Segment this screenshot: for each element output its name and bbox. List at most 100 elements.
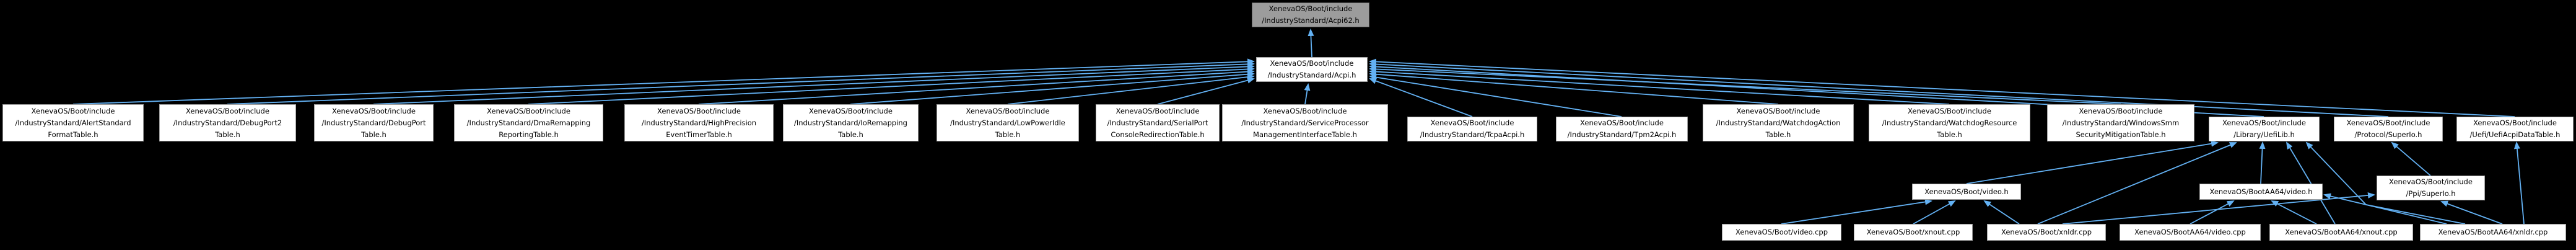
graph-node-label: ConsoleRedirectionTable.h [1111,130,1205,139]
graph-node-hpet[interactable]: XenevaOS/Boot/include/IndustryStandard/H… [624,104,774,141]
edge-watchdog-action-to-acpi [1369,71,1779,105]
edge-boot-xnldr-cpp-to-uefilib [2037,142,2237,225]
graph-node-aa64-xnldr-cpp[interactable]: XenevaOS/BootAA64/xnldr.cpp [2420,224,2566,241]
edge-aa64-video-cpp-to-aa64-video-h [2190,200,2235,225]
graph-node-label: /IndustryStandard/IoRemapping [794,118,907,127]
graph-node-label: /IndustryStandard/ServiceProcessor [1241,118,1369,127]
graph-node-label: EventTimerTable.h [666,130,732,139]
edge-iort-to-acpi [850,71,1255,105]
edge-aa64-xnldr-cpp-to-ppi-superio [2440,200,2503,225]
edge-aa64-xnldr-cpp-to-uefi-acpi-datatable [2513,141,2525,225]
graph-node-label: /Protocol/SuperIo.h [2354,130,2422,139]
graph-node-label: XenevaOS/Boot/include [332,106,416,115]
graph-node-spmi[interactable]: XenevaOS/Boot/include/IndustryStandard/S… [1222,104,1388,141]
graph-node-label: ManagementInterfaceTable.h [1253,130,1357,139]
graph-node-protocol-superio[interactable]: XenevaOS/Boot/include/Protocol/SuperIo.h [2334,117,2443,141]
graph-node-label: XenevaOS/Boot/include [1116,106,1200,115]
graph-node-label: XenevaOS/Boot/include [2079,106,2163,115]
edge-debugport2-to-acpi [227,61,1255,105]
graph-node-label: XenevaOS/Boot/xnout.cpp [1866,228,1960,236]
graph-node-tcpa[interactable]: XenevaOS/Boot/include/IndustryStandard/T… [1407,117,1537,141]
graph-node-label: XenevaOS/Boot/include [2473,118,2557,127]
edge-protocol-superio-to-acpi [1369,61,2389,117]
graph-node-label: XenevaOS/Boot/video.cpp [1735,228,1828,236]
graph-node-label: Table.h [1937,130,1962,139]
graph-node-spcr[interactable]: XenevaOS/Boot/include/IndustryStandard/S… [1096,104,1220,141]
graph-node-label: Table.h [995,130,1021,139]
graph-node-boot-xnout-cpp[interactable]: XenevaOS/Boot/xnout.cpp [1854,224,1973,241]
edge-watchdog-resource-to-acpi [1369,68,1950,105]
graph-node-debugport2[interactable]: XenevaOS/Boot/include/IndustryStandard/D… [159,104,296,141]
graph-node-label: /IndustryStandard/DebugPort [321,118,426,127]
graph-node-boot-video-h[interactable]: XenevaOS/Boot/video.h [1912,184,2021,200]
graph-node-dmar[interactable]: XenevaOS/Boot/include/IndustryStandard/D… [454,104,603,141]
graph-node-acpi62[interactable]: XenevaOS/Boot/include/IndustryStandard/A… [1252,2,1369,27]
graph-node-label: Table.h [215,130,240,139]
graph-node-alert[interactable]: XenevaOS/Boot/include/IndustryStandard/A… [2,104,144,141]
graph-node-label: /IndustryStandard/TcpaAcpi.h [1420,130,1525,139]
graph-node-label: XenevaOS/Boot/include [966,106,1050,115]
edge-acpi-to-acpi62 [1308,29,1314,58]
edge-aa64-xnout-cpp-to-uefilib [2286,141,2336,225]
graph-node-aa64-xnout-cpp[interactable]: XenevaOS/BootAA64/xnout.cpp [2269,224,2413,241]
edge-lpit-to-acpi [1007,74,1255,105]
edge-aa64-video-h-to-uefilib [2259,141,2266,184]
graph-node-label: XenevaOS/Boot/include [1268,4,1353,13]
edge-debugport-to-acpi [373,63,1255,105]
graph-node-boot-video-cpp[interactable]: XenevaOS/Boot/video.cpp [1722,224,1841,241]
graph-node-label: XenevaOS/Boot/include [31,106,115,115]
graph-node-label: /IndustryStandard/SerialPort [1107,118,1208,127]
graph-node-ppi-superio[interactable]: XenevaOS/Boot/include/Ppi/SuperIo.h [2377,176,2485,200]
graph-node-label: /Ppi/SuperIo.h [2406,189,2456,198]
edge-aa64-xnout-cpp-to-aa64-video-h [2271,200,2317,225]
edge-wsmt-to-acpi [1369,66,2121,105]
graph-node-label: /IndustryStandard/LowPowerIdle [950,118,1065,127]
graph-node-label: XenevaOS/BootAA64/video.h [2209,187,2313,196]
graph-node-label: XenevaOS/Boot/include [487,106,570,115]
graph-node-label: XenevaOS/Boot/include [1270,59,1354,68]
graph-node-label: /IndustryStandard/AlertStandard [15,118,131,127]
graph-node-label: SecurityMitigationTable.h [2076,130,2166,139]
graph-node-label: XenevaOS/Boot/include [1908,106,1991,115]
graph-node-iort[interactable]: XenevaOS/Boot/include/IndustryStandard/I… [783,104,919,141]
graph-node-label: /IndustryStandard/DebugPort2 [173,118,282,127]
graph-node-watchdog-action[interactable]: XenevaOS/Boot/include/IndustryStandard/W… [1703,104,1854,141]
graph-node-lpit[interactable]: XenevaOS/Boot/include/IndustryStandard/L… [937,104,1079,141]
edge-spmi-to-acpi [1304,83,1311,105]
edge-hpet-to-acpi [698,68,1255,105]
graph-node-label: /IndustryStandard/WatchdogAction [1716,118,1841,127]
graph-node-label: ReportingTable.h [499,130,559,139]
edge-dmar-to-acpi [528,66,1255,105]
edge-spcr-to-acpi [1157,77,1255,105]
graph-node-label: /IndustryStandard/Tpm2Acpi.h [1567,130,1677,139]
edge-boot-video-cpp-to-boot-video-h [1781,199,1932,225]
graph-node-label: XenevaOS/Boot/include [2346,118,2430,127]
graph-node-wsmt[interactable]: XenevaOS/Boot/include/IndustryStandard/W… [2047,104,2194,141]
graph-node-label: XenevaOS/Boot/include [186,106,269,115]
graph-node-uefi-acpi-datatable[interactable]: XenevaOS/Boot/include/Uefi/UefiAcpiDataT… [2456,117,2574,141]
graph-node-boot-xnldr-cpp[interactable]: XenevaOS/Boot/xnldr.cpp [1987,224,2106,241]
graph-node-label: FormatTable.h [48,130,98,139]
graph-node-uefilib[interactable]: XenevaOS/Boot/include/Library/UefiLib.h [2209,117,2320,141]
edge-boot-xnldr-cpp-to-boot-video-h [1983,200,2020,225]
graph-node-acpi[interactable]: XenevaOS/Boot/include/IndustryStandard/A… [1256,57,1368,82]
graph-node-label: XenevaOS/Boot/include [2389,177,2473,186]
graph-node-debugport[interactable]: XenevaOS/Boot/include/IndustryStandard/D… [314,104,434,141]
graph-node-aa64-video-cpp[interactable]: XenevaOS/BootAA64/video.cpp [2120,224,2261,241]
graph-node-tpm2[interactable]: XenevaOS/Boot/include/IndustryStandard/T… [1556,117,1688,141]
graph-node-label: XenevaOS/Boot/video.h [1924,187,2009,196]
graph-node-label: /IndustryStandard/WindowsSmm [2062,118,2180,127]
graph-node-label: XenevaOS/Boot/include [1580,118,1664,127]
edge-aa64-xnldr-cpp-to-aa64-video-h [2323,193,2447,225]
graph-node-label: XenevaOS/BootAA64/video.cpp [2134,228,2246,236]
graph-node-label: XenevaOS/Boot/include [1263,106,1347,115]
graph-node-label: /Uefi/UefiAcpiDataTable.h [2469,130,2561,139]
graph-node-label: XenevaOS/Boot/include [2222,118,2306,127]
graph-node-watchdog-resource[interactable]: XenevaOS/Boot/include/IndustryStandard/W… [1869,104,2030,141]
graph-node-aa64-video-h[interactable]: XenevaOS/BootAA64/video.h [2199,184,2323,200]
graph-node-label: Table.h [361,130,386,139]
graph-node-label: Table.h [1765,130,1791,139]
graph-node-label: XenevaOS/Boot/include [657,106,741,115]
